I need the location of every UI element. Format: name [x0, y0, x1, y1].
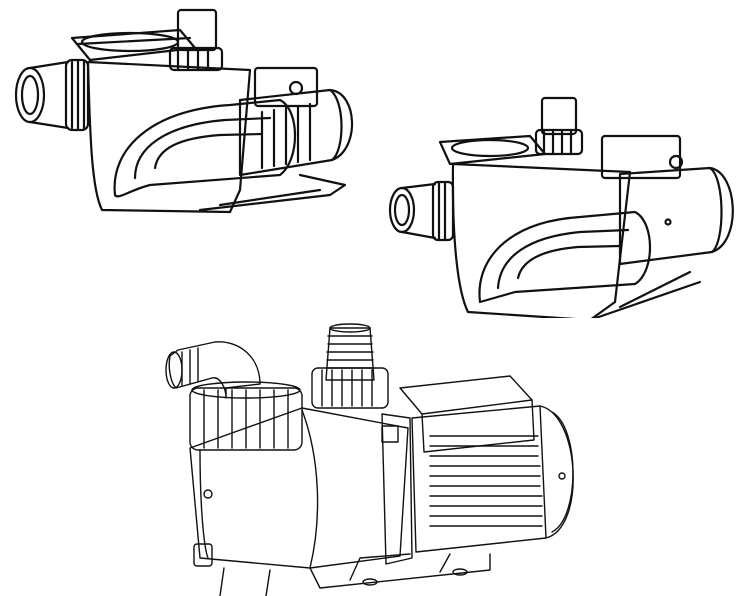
pump3-flange	[381, 413, 413, 565]
pump1-base	[198, 173, 347, 212]
pump1-terminal-box	[253, 66, 319, 108]
pump2-motor	[618, 166, 734, 266]
pump3-motor	[411, 405, 547, 553]
pump2-union-nut	[431, 180, 455, 242]
pump3-outlet-barb	[325, 327, 375, 381]
pump3-outlet-union	[311, 367, 389, 409]
pump3-inlet-elbow	[168, 341, 261, 399]
pump3-drain-plug	[193, 543, 213, 567]
pump3-base	[219, 553, 491, 596]
pump1-top-valve	[176, 8, 218, 52]
pool-pump-3-drawing	[165, 323, 574, 596]
pump1-body-swoosh	[113, 98, 297, 198]
pool-pump-1-drawing	[14, 8, 354, 214]
pump3-inlet-union	[189, 387, 303, 451]
pool-pump-1	[0, 0, 370, 225]
pump2-body-swoosh	[478, 210, 652, 304]
pump1-strainer-housing	[86, 60, 252, 214]
pump2-base	[588, 270, 702, 322]
pump3-barrel	[189, 407, 409, 569]
pool-pump-2-drawing	[388, 96, 734, 322]
pump2-top-valve	[540, 96, 578, 136]
pool-pump-3	[160, 318, 602, 596]
pool-pump-2	[380, 92, 742, 327]
